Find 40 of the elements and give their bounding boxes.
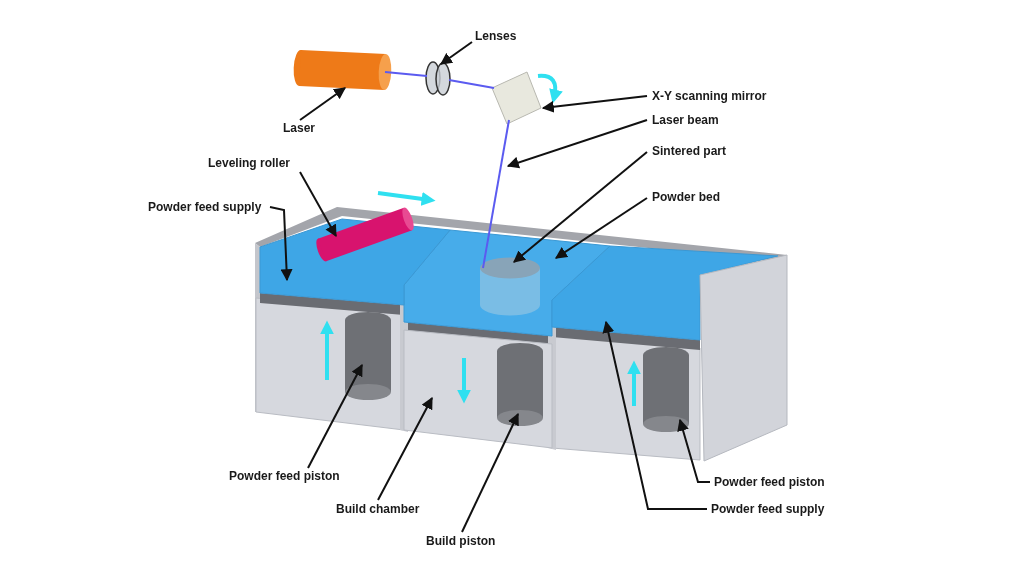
part-label: Laser beam [652, 113, 719, 127]
side-wall [699, 254, 788, 462]
laser-beam [448, 79, 495, 89]
leveling-roller [316, 207, 414, 262]
lenses-drawing [425, 61, 451, 96]
part-label: Powder bed [652, 190, 720, 204]
leader-line [506, 119, 648, 169]
part-label: Build chamber [336, 502, 420, 516]
powder-supply [551, 245, 779, 341]
leader-line [541, 95, 648, 113]
chamber-wall [403, 329, 553, 449]
piston-cylinder [497, 342, 543, 427]
part-label: Powder feed piston [714, 475, 825, 489]
leader-line [602, 320, 708, 510]
leader-line [677, 418, 711, 483]
leader-line [555, 197, 648, 259]
leader-line [307, 363, 363, 469]
part-label: Leveling roller [208, 156, 291, 170]
part-label: Powder feed supply [148, 200, 262, 214]
mirror-block [491, 71, 542, 125]
leader-line [299, 171, 337, 238]
leader-line [440, 41, 473, 65]
part-label: Build piston [426, 534, 496, 548]
piston-cylinder [643, 346, 689, 433]
leader-line [513, 151, 648, 263]
laser-cylinder [293, 50, 392, 90]
part-label: X-Y scanning mirror [652, 89, 767, 103]
part-label: Sintered part [652, 144, 726, 158]
laser-beam [384, 71, 428, 77]
sintered-part [480, 257, 540, 316]
leader-line [461, 412, 519, 533]
part-label: Laser [283, 121, 316, 135]
leader-line [269, 206, 293, 282]
part-label: Lenses [475, 29, 517, 43]
laser-beam [482, 119, 510, 269]
leader-line [377, 396, 433, 501]
part-label: Powder feed piston [229, 469, 340, 483]
piston-cylinder [345, 311, 391, 401]
leader-line [299, 87, 346, 121]
part-label: Powder feed supply [711, 502, 825, 516]
